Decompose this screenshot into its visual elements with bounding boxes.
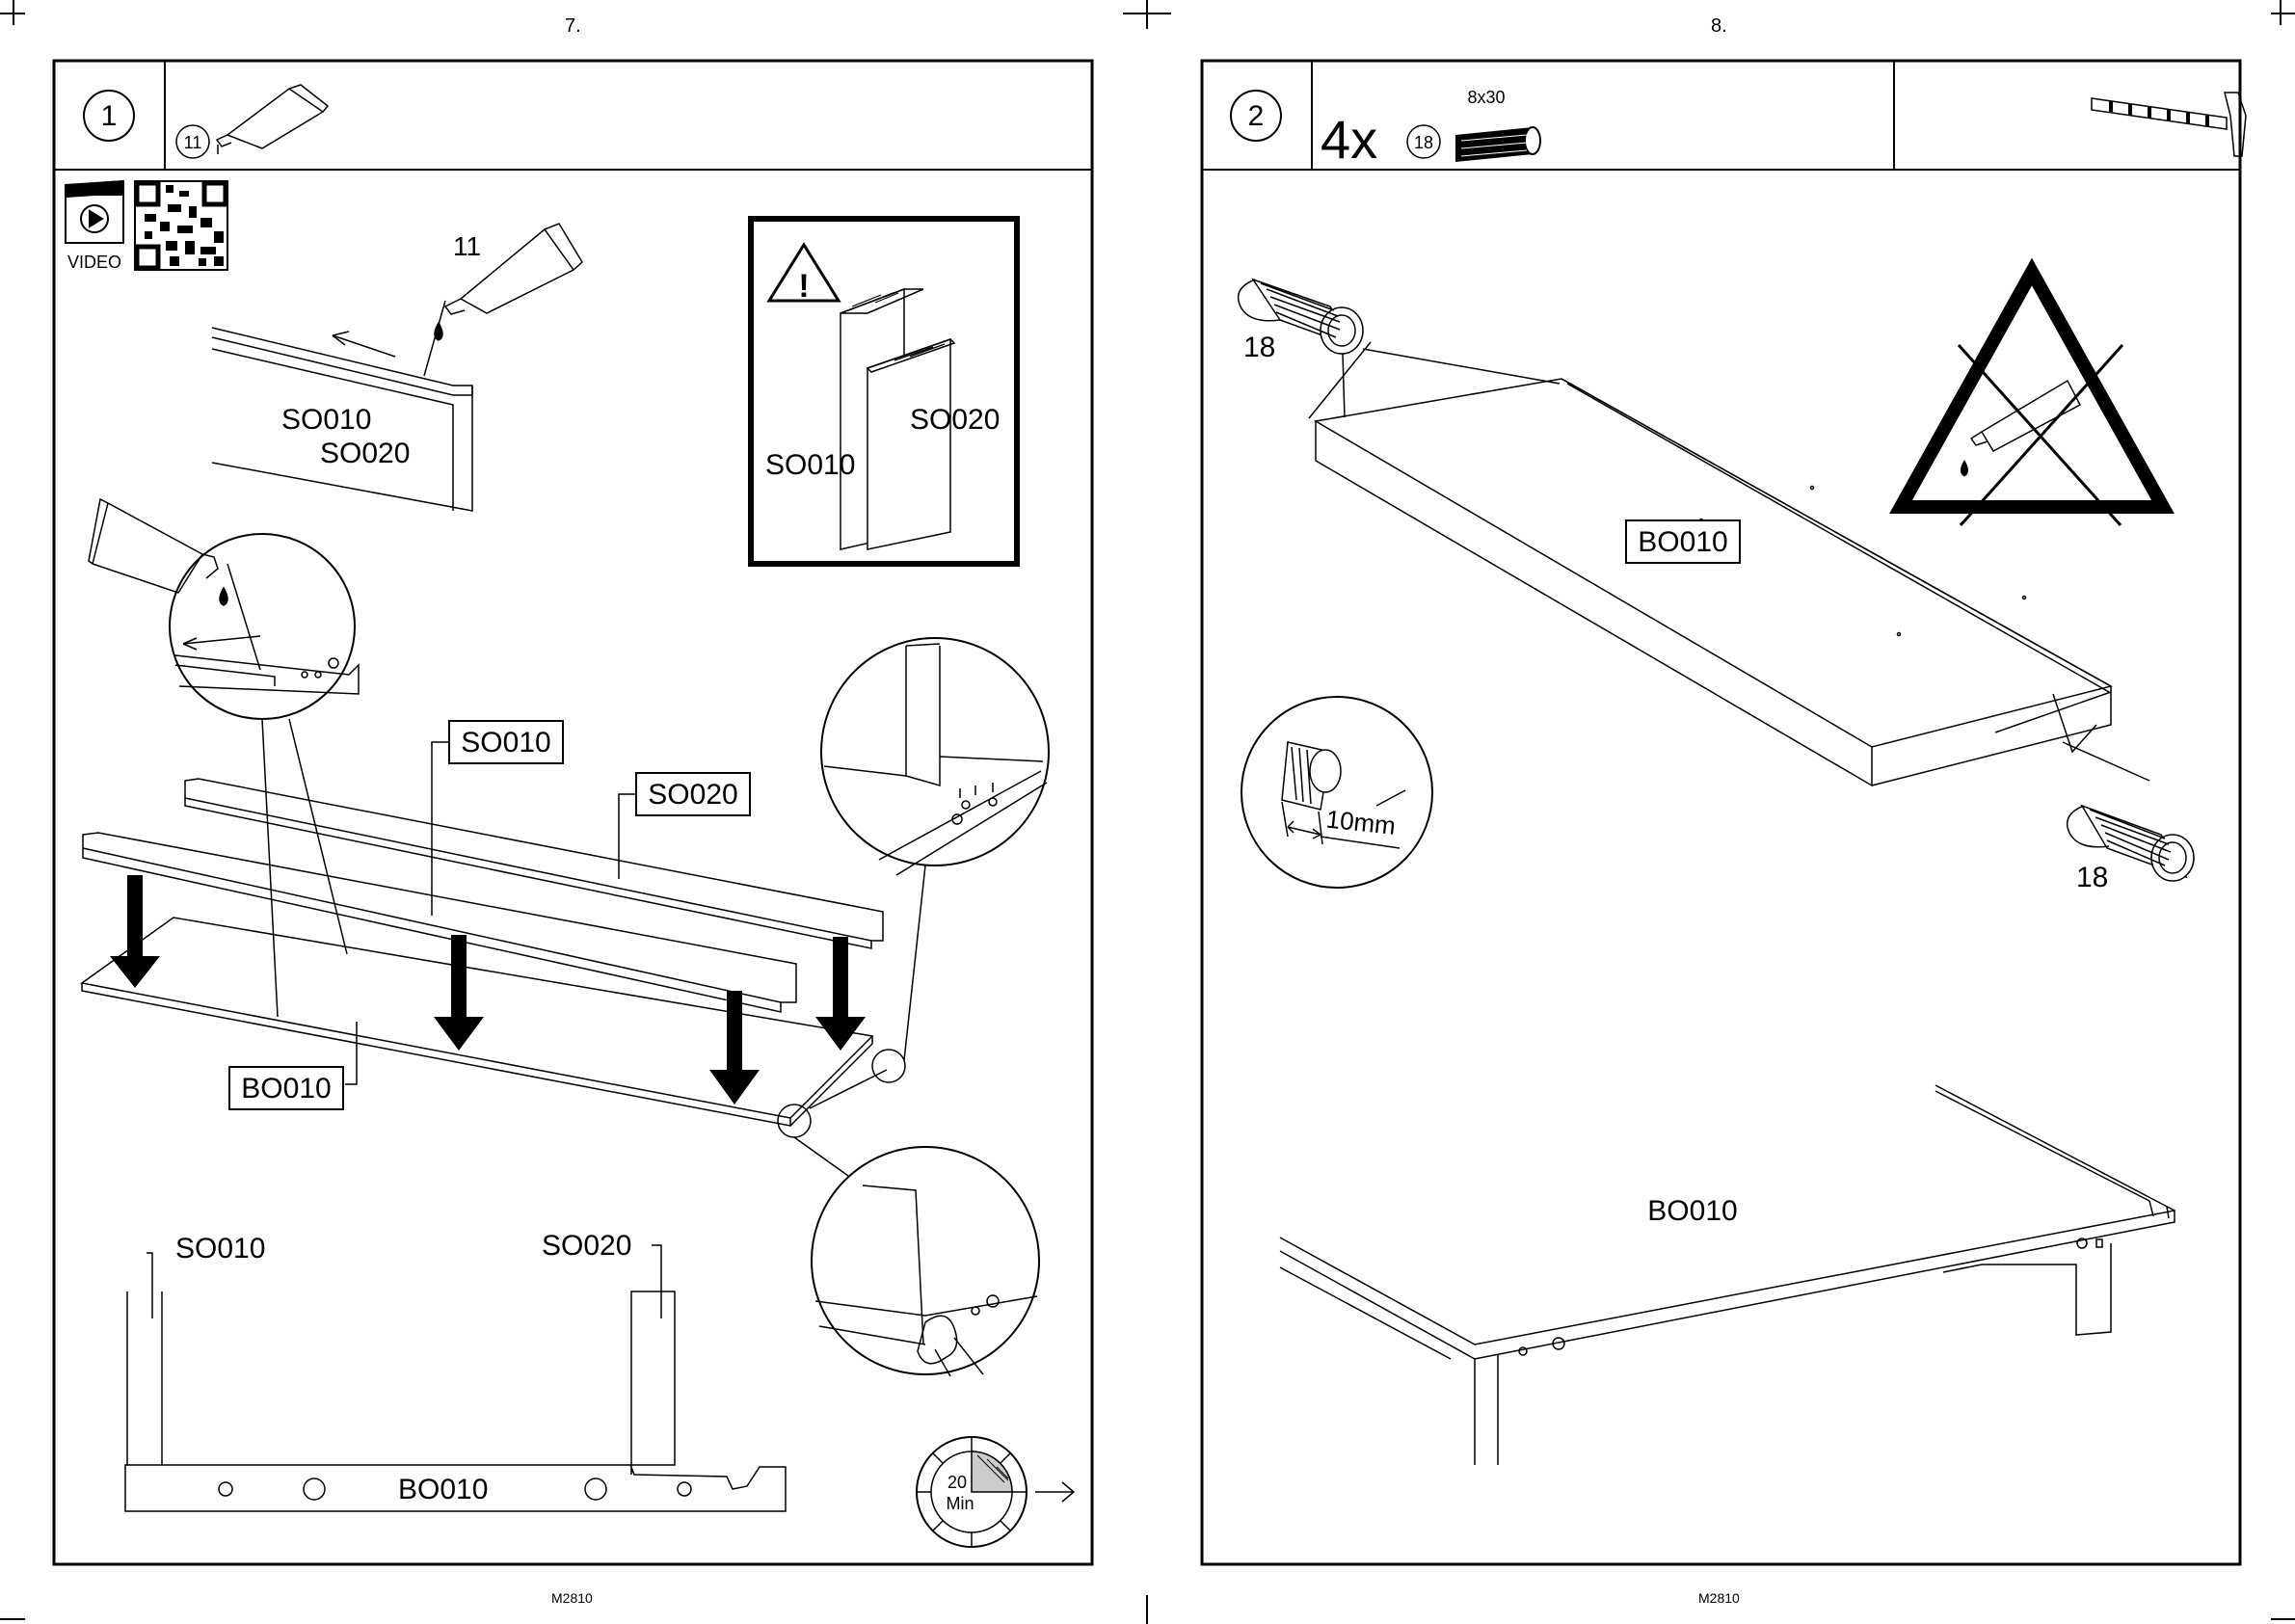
corner-detail-bottom [812, 1147, 1039, 1376]
timer-unit: Min [946, 1494, 974, 1513]
warning-label-so020: SO020 [910, 404, 1000, 436]
rail-label-so010: SO010 [281, 404, 371, 436]
step-number: 1 [101, 100, 118, 132]
no-glue-icon [1901, 272, 2163, 525]
qr-code-icon [135, 181, 227, 270]
timer-value: 20 [947, 1473, 967, 1492]
warning-box [751, 219, 1017, 564]
down-arrow-icon [110, 875, 866, 1105]
assembly-illustration [82, 742, 925, 1176]
timer-icon [917, 1437, 1027, 1547]
video-label: VIDEO [67, 253, 121, 272]
dowel-ref-number: 18 [1414, 133, 1433, 152]
dowel-label-top: 18 [1243, 332, 1275, 363]
board-label: BO010 [1626, 520, 1740, 563]
step-frame-left [54, 61, 1092, 1564]
section-label-so020: SO020 [542, 1230, 631, 1262]
rail-label-so020: SO020 [320, 438, 410, 469]
glue-tube-icon [217, 85, 328, 154]
svg-text:BO010: BO010 [241, 1073, 331, 1105]
bottom-board-illustration [1280, 1085, 2175, 1465]
corner-detail-top [821, 638, 1049, 875]
video-icon [66, 181, 123, 243]
arrow-right-icon [1035, 1482, 1074, 1502]
depth-detail [1241, 697, 1432, 888]
glue-ref-number: 11 [184, 133, 202, 152]
left-page: 1 11 VIDEO [0, 0, 1147, 1624]
glue-callout-number: 11 [453, 231, 481, 261]
svg-text:SO020: SO020 [648, 779, 737, 811]
part-label-so020: SO020 [636, 773, 750, 815]
svg-text:SO010: SO010 [461, 727, 550, 759]
warning-label-so010: SO010 [765, 449, 855, 481]
svg-text:!: ! [798, 268, 809, 305]
part-label-bo010: BO010 [229, 1067, 343, 1109]
right-page: 2 4x 18 8x30 18 BO010 [1147, 0, 2295, 1624]
section-view [125, 1245, 786, 1511]
dowel-label-bottom: 18 [2076, 862, 2108, 893]
depth-label: 10mm [1324, 804, 1397, 839]
step-number-right: 2 [1248, 100, 1265, 132]
dowel-size-label: 8x30 [1467, 88, 1505, 107]
svg-text:BO010: BO010 [1638, 526, 1727, 558]
quantity-label: 4x [1321, 109, 1377, 170]
dowel-icon [1455, 127, 1540, 162]
hammer-icon [2092, 93, 2246, 156]
part-label-so010: SO010 [449, 721, 563, 763]
section-label-bo010: BO010 [398, 1474, 488, 1505]
bottom-board-label: BO010 [1647, 1195, 1737, 1227]
section-label-so010: SO010 [175, 1233, 265, 1265]
